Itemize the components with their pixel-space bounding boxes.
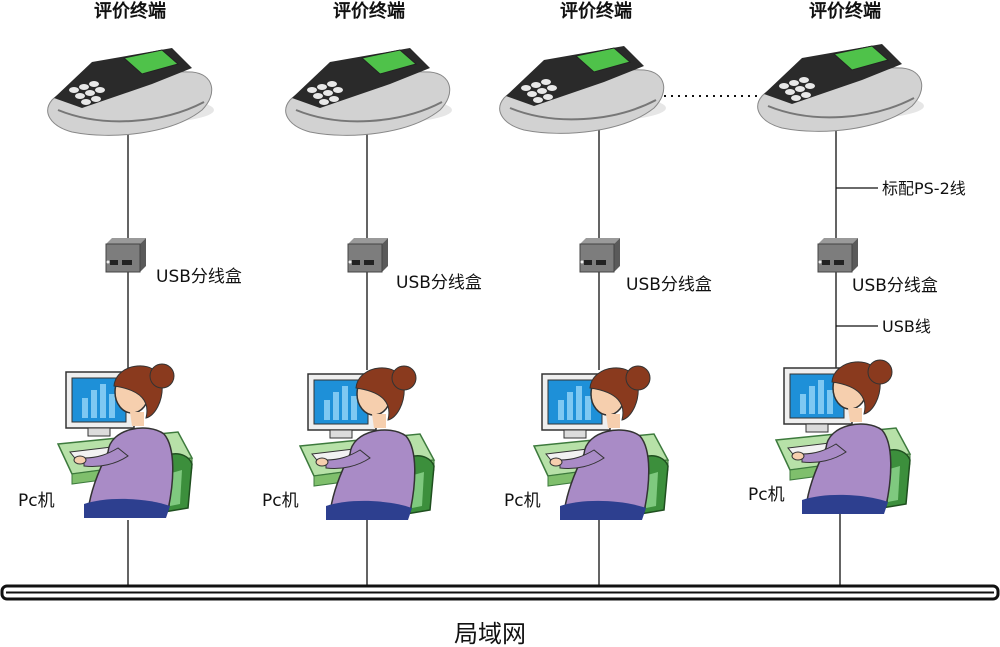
evaluation-terminal-icon (284, 47, 453, 137)
ps2-cable-label: 标配PS-2线 (882, 179, 966, 198)
usb-splitter-icon (579, 237, 621, 273)
terminal-column-2: 评价终端 USB分线盒 Pc机 (262, 0, 482, 521)
terminal-title: 评价终端 (809, 0, 881, 22)
terminal-title: 评价终端 (560, 0, 632, 22)
terminal-column-1: 评价终端 USB分线盒 Pc机 (18, 0, 242, 519)
pc-label: Pc机 (504, 491, 541, 511)
pc-label: Pc机 (262, 491, 299, 511)
terminal-title: 评价终端 (333, 0, 405, 22)
lan-bus (0, 584, 1000, 601)
evaluation-terminal-icon (756, 43, 925, 133)
pc-user-icon (57, 363, 193, 519)
usb-splitter-icon (347, 237, 389, 273)
usb-splitter-label: USB分线盒 (626, 275, 712, 295)
connection-lines (127, 108, 878, 588)
terminal-title: 评价终端 (94, 0, 166, 22)
pc-user-icon (533, 365, 669, 521)
usb-splitter-icon (105, 237, 147, 273)
usb-cable-label: USB线 (882, 317, 931, 336)
terminal-column-4: 评价终端 USB分线盒 Pc机 标配PS-2线 USB线 (748, 0, 966, 515)
usb-splitter-label: USB分线盒 (396, 273, 482, 293)
pc-label: Pc机 (748, 485, 785, 505)
lan-label: 局域网 (454, 620, 526, 647)
terminal-column-3: 评价终端 USB分线盒 Pc机 (498, 0, 712, 521)
pc-user-icon (299, 365, 435, 521)
usb-splitter-icon (817, 237, 859, 273)
evaluation-terminal-icon (46, 47, 215, 137)
usb-splitter-label: USB分线盒 (852, 276, 938, 296)
pc-user-icon (775, 359, 911, 515)
usb-splitter-label: USB分线盒 (156, 267, 242, 287)
evaluation-terminal-icon (498, 45, 667, 135)
pc-label: Pc机 (18, 491, 55, 511)
